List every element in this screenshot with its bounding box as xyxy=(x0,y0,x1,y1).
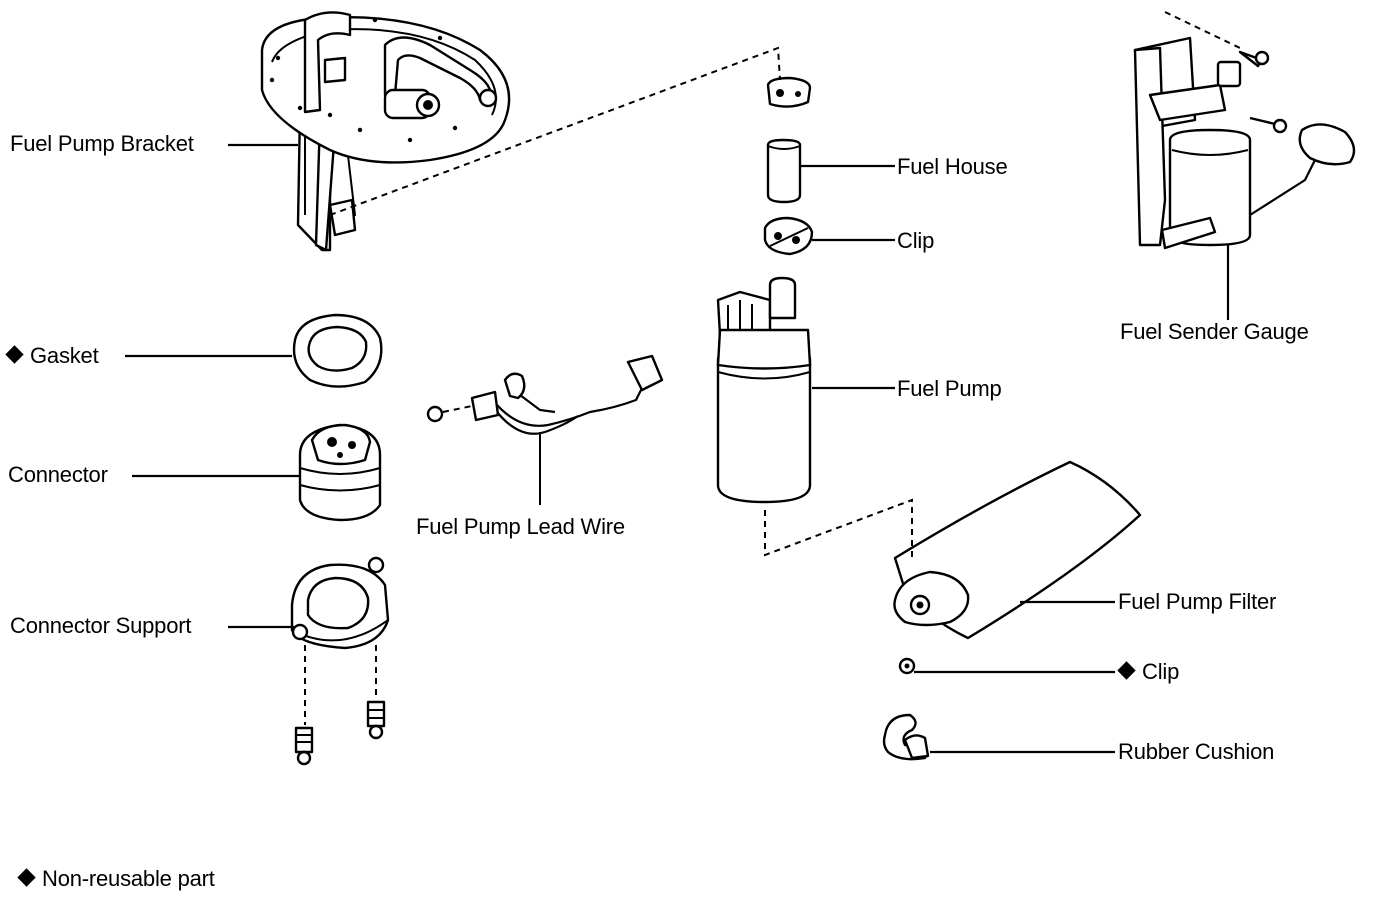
fuel-pump-drawing xyxy=(716,276,812,504)
label-clip-top: Clip xyxy=(897,228,935,253)
label-fuel-sender-gauge: Fuel Sender Gauge xyxy=(1120,319,1309,344)
rubber-cushion-drawing xyxy=(882,713,930,761)
non-reusable-diamond-icon xyxy=(17,868,36,887)
label-clip-bottom: Clip xyxy=(1117,660,1179,684)
clip-top-drawing xyxy=(763,216,814,256)
fuel-pump-bracket-drawing xyxy=(260,11,511,252)
clip-bottom-drawing xyxy=(898,657,916,675)
label-fuel-pump: Fuel Pump xyxy=(897,376,1002,401)
legend-non-reusable: Non-reusable part xyxy=(17,867,215,891)
gasket-drawing xyxy=(292,313,383,388)
label-fuel-pump-bracket: Fuel Pump Bracket xyxy=(10,131,194,156)
leader-lines xyxy=(125,143,1230,754)
bracket-assembly-line xyxy=(329,46,781,216)
label-connector-support: Connector Support xyxy=(10,613,192,638)
label-fuel-pump-filter: Fuel Pump Filter xyxy=(1118,589,1277,614)
label-fuel-house: Fuel House xyxy=(897,154,1008,179)
fuel-pump-filter-drawing xyxy=(764,460,1142,640)
non-reusable-diamond-icon xyxy=(5,345,24,364)
label-fuel-pump-lead-wire: Fuel Pump Lead Wire xyxy=(416,514,625,539)
fuel-pump-lead-wire-drawing xyxy=(426,354,664,505)
label-rubber-cushion: Rubber Cushion xyxy=(1118,739,1275,764)
connector-drawing xyxy=(298,423,382,522)
connector-support-drawing xyxy=(290,556,390,766)
fuel-sender-gauge-drawing xyxy=(1133,11,1356,250)
label-gasket: Gasket xyxy=(5,344,99,368)
label-connector: Connector xyxy=(8,462,108,487)
fuel-house-drawing xyxy=(766,76,812,204)
non-reusable-diamond-icon xyxy=(1117,661,1136,680)
